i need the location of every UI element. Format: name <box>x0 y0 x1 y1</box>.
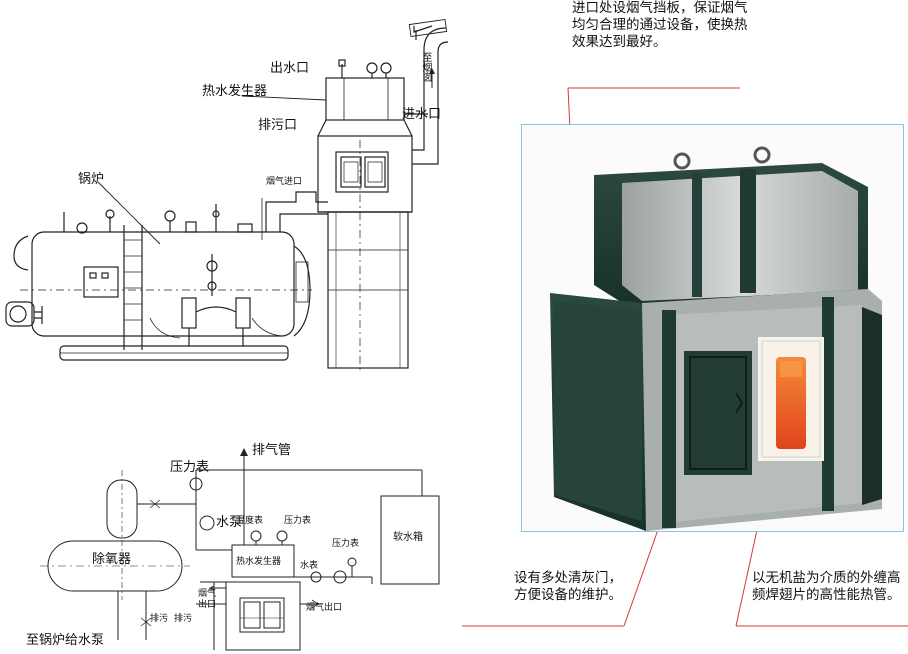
drain-label-2: 排污 <box>174 614 193 624</box>
note-heat-pipe: 以无机盐为介质的外缠高频焊翅片的高性能热管。 <box>752 570 901 603</box>
water-meter-label: 水表 <box>300 561 319 571</box>
note-cleaning-door: 设有多处清灰门，方便设备的维护。 <box>514 570 622 603</box>
pressure-gauge-label-1: 压力表 <box>170 460 210 475</box>
drain-label-1: 排污 <box>150 614 169 624</box>
flue-inlet-label: 烟气进口 <box>266 177 303 187</box>
exhaust-pipe-label: 排气管 <box>252 443 292 458</box>
flue-outlet-right-label: 烟气出口 <box>306 603 343 613</box>
outlet-label: 出水口 <box>270 61 310 76</box>
chimney-label: 至烟囱 <box>420 52 431 82</box>
pressure-gauge-label-3: 压力表 <box>332 539 360 549</box>
note-flue-baffle: 进口处设烟气挡板，保证烟气均匀合理的通过设备，使换热效果达到最好。 <box>572 0 748 50</box>
thermometer-label: 温度表 <box>236 516 264 526</box>
pump-label: 水泵 <box>216 515 243 530</box>
generator-drawing <box>317 19 449 372</box>
soft-water-tank-label: 软水箱 <box>393 532 423 543</box>
generator-label: 热水发生器 <box>202 84 268 99</box>
boiler-drawing <box>5 191 328 361</box>
pressure-gauge-label-2: 压力表 <box>284 516 312 526</box>
product-photo-frame <box>521 124 904 532</box>
deaerator-label: 除氧器 <box>92 552 132 567</box>
boiler-label: 锅炉 <box>78 172 105 187</box>
to-boiler-pump-label: 至锅炉给水泵 <box>26 633 105 648</box>
inlet-label: 进水口 <box>402 107 442 122</box>
drain-label: 排污口 <box>258 118 298 133</box>
generator-label-bottom: 热水发生器 <box>236 557 282 567</box>
bottom-schematic <box>40 448 440 651</box>
flue-outlet-left-label: 烟气出口 <box>198 589 217 610</box>
heat-recovery-unit-illustration <box>550 146 882 531</box>
